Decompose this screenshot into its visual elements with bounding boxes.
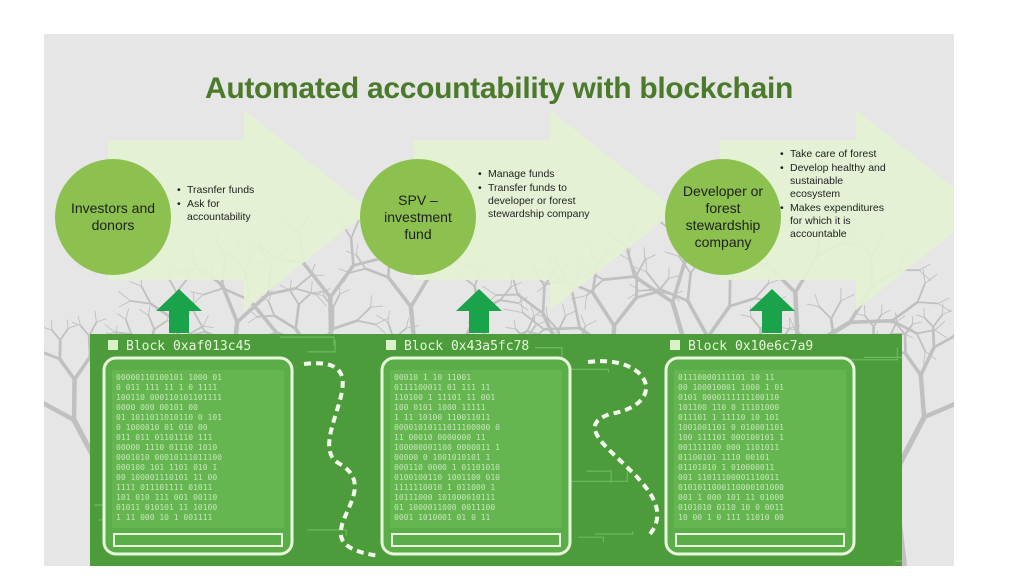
block-1: 00000110100101 1000 010 011 111 11 1 0 1… bbox=[102, 339, 294, 556]
svg-text:00001010111011100000 0: 00001010111011100000 0 bbox=[394, 423, 500, 432]
stage-circle-3: Developer or forest stewardship company bbox=[665, 159, 781, 275]
chain-link-2 bbox=[587, 359, 660, 536]
svg-text:10111000 101000010111: 10111000 101000010111 bbox=[394, 493, 495, 502]
up-arrow-icon bbox=[156, 289, 202, 333]
svg-text:011 011 01101110 111: 011 011 01101110 111 bbox=[116, 433, 213, 442]
svg-text:00010 1 10 11001: 00010 1 10 11001 bbox=[394, 373, 471, 382]
stage-bullets-3: Take care of forest Develop healthy and … bbox=[780, 148, 892, 242]
up-arrow-icon bbox=[456, 289, 502, 333]
bullet: Ask for accountability bbox=[177, 198, 283, 224]
svg-text:101100 110 0 11101000: 101100 110 0 11101000 bbox=[678, 403, 779, 412]
svg-text:1111110010 1 011000 1: 1111110010 1 011000 1 bbox=[394, 483, 495, 492]
svg-text:0001 1010001 01 0 11: 0001 1010001 01 0 11 bbox=[394, 513, 491, 522]
svg-text:0000 000 00101 00: 0000 000 00101 00 bbox=[116, 403, 198, 412]
slide: Automated accountability with blockchain… bbox=[44, 34, 954, 566]
svg-text:0 011 111 11 1 0 1111: 0 011 111 11 1 0 1111 bbox=[116, 383, 217, 392]
block-3: 01110000111101 10 11 00 100010001 1000 1… bbox=[664, 339, 856, 556]
svg-text:001 1 000 101 11 01000: 001 1 000 101 11 01000 bbox=[678, 493, 784, 502]
bullet: Makes expenditures for which it is accou… bbox=[780, 202, 892, 241]
stage-circle-1: Investors and donors bbox=[55, 159, 171, 275]
svg-text:1 11 10100 110011011: 1 11 10100 110011011 bbox=[394, 413, 491, 422]
svg-text:00000 1110 01110 1010: 00000 1110 01110 1010 bbox=[116, 443, 217, 452]
block-label-2: Block 0x43a5fc78 bbox=[404, 339, 529, 354]
svg-text:0101010 0110 10 0 0011: 0101010 0110 10 0 0011 bbox=[678, 503, 784, 512]
svg-text:1001001101 0 010001101: 1001001101 0 010001101 bbox=[678, 423, 784, 432]
svg-text:01011 010101 11 10100: 01011 010101 11 10100 bbox=[116, 503, 217, 512]
stage-bullets-2: Manage funds Transfer funds to developer… bbox=[478, 168, 596, 222]
svg-text:100000001100 0000011 1: 100000001100 0000011 1 bbox=[394, 443, 500, 452]
svg-text:0100100110 1001100 010: 0100100110 1001100 010 bbox=[394, 473, 500, 482]
svg-text:1 11 000 10 1 001111: 1 11 000 10 1 001111 bbox=[116, 513, 213, 522]
svg-text:0101 0000111111100110: 0101 0000111111100110 bbox=[678, 393, 779, 402]
block-square-icon bbox=[670, 340, 680, 350]
svg-text:0101011000110000101000: 0101011000110000101000 bbox=[678, 483, 784, 492]
svg-text:0111100011 01 111 11: 0111100011 01 111 11 bbox=[394, 383, 491, 392]
svg-text:00 100010001 1000 1 01: 00 100010001 1000 1 01 bbox=[678, 383, 784, 392]
svg-text:001 11011100001110011: 001 11011100001110011 bbox=[678, 473, 779, 482]
svg-text:100 0101 1000 11111: 100 0101 1000 11111 bbox=[394, 403, 486, 412]
svg-text:000110 0000 1 01101010: 000110 0000 1 01101010 bbox=[394, 463, 500, 472]
bullet: Manage funds bbox=[478, 168, 596, 181]
block-square-icon bbox=[386, 340, 396, 350]
svg-text:01110000111101 10 11: 01110000111101 10 11 bbox=[678, 373, 775, 382]
svg-text:0 1000010 01 010 00: 0 1000010 01 010 00 bbox=[116, 423, 208, 432]
svg-text:01 1000011000 0011100: 01 1000011000 0011100 bbox=[394, 503, 495, 512]
bullet: Trasnfer funds bbox=[177, 184, 283, 197]
svg-text:11 00010 0000000 11: 11 00010 0000000 11 bbox=[394, 433, 486, 442]
stage-label-3: Developer or forest stewardship company bbox=[682, 183, 764, 250]
svg-text:0001010 00010111011100: 0001010 00010111011100 bbox=[116, 453, 222, 462]
svg-text:000100 101 1101 010 1: 000100 101 1101 010 1 bbox=[116, 463, 217, 472]
bullet: Take care of forest bbox=[780, 148, 892, 161]
chain-link-1 bbox=[303, 361, 381, 558]
block-label-3: Block 0x10e6c7a9 bbox=[688, 339, 813, 354]
blockchain-illustration: 00000110100101 1000 010 011 111 11 1 0 1… bbox=[90, 334, 902, 566]
svg-text:100 111101 000100101 1: 100 111101 000100101 1 bbox=[678, 433, 784, 442]
stage-bullets-1: Trasnfer funds Ask for accountability bbox=[177, 184, 283, 225]
bullet: Transfer funds to developer or forest st… bbox=[478, 182, 596, 221]
svg-text:00000110100101 1000 01: 00000110100101 1000 01 bbox=[116, 373, 222, 382]
svg-text:1111 011101111 01011: 1111 011101111 01011 bbox=[116, 483, 213, 492]
bullet: Develop healthy and sustainable ecosyste… bbox=[780, 162, 892, 201]
svg-text:01 1011011010110 0 101: 01 1011011010110 0 101 bbox=[116, 413, 222, 422]
svg-text:10 00 1 0 111 11010 00: 10 00 1 0 111 11010 00 bbox=[678, 513, 784, 522]
svg-text:101 010 111 001 00110: 101 010 111 001 00110 bbox=[116, 493, 217, 502]
svg-text:01100101 1110 00101: 01100101 1110 00101 bbox=[678, 453, 770, 462]
up-arrow-icon bbox=[749, 289, 795, 333]
svg-text:01101010 1 010000011: 01101010 1 010000011 bbox=[678, 463, 775, 472]
block-label-1: Block 0xaf013c45 bbox=[126, 339, 251, 354]
svg-text:011101 1 11110 10 101: 011101 1 11110 10 101 bbox=[678, 413, 779, 422]
stage-label-2: SPV – investment fund bbox=[384, 191, 452, 242]
stage-label-1: Investors and donors bbox=[70, 200, 156, 233]
block-square-icon bbox=[108, 340, 118, 350]
stage-circle-2: SPV – investment fund bbox=[360, 159, 476, 275]
svg-text:100110 000110101101111: 100110 000110101101111 bbox=[116, 393, 222, 402]
svg-text:001111100 000 1101011: 001111100 000 1101011 bbox=[678, 443, 779, 452]
svg-text:00 100001110101 11 00: 00 100001110101 11 00 bbox=[116, 473, 217, 482]
svg-text:00000 0 1001010101 1: 00000 0 1001010101 1 bbox=[394, 453, 491, 462]
svg-text:110100 1 11101 11 001: 110100 1 11101 11 001 bbox=[394, 393, 495, 402]
slide-title: Automated accountability with blockchain bbox=[204, 72, 794, 105]
